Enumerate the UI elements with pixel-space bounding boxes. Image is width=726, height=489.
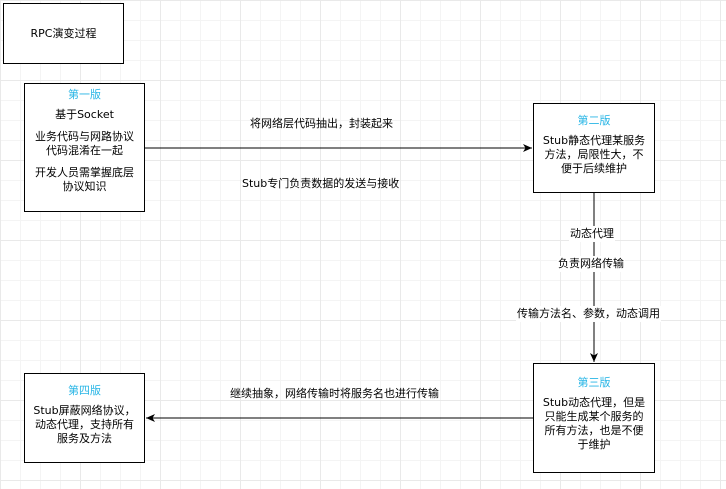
edge-label-v1-v2-bottom: Stub专门负责数据的发送与接收: [242, 177, 400, 190]
diagram-title-box: RPC演变过程: [3, 3, 124, 64]
version-3-title: 第三版: [577, 376, 611, 389]
diagram-title: RPC演变过程: [30, 27, 97, 40]
version-4-title: 第四版: [68, 384, 101, 397]
edge-label-v1-v2-top: 将网络层代码抽出，封装起来: [250, 117, 393, 130]
version-1-title: 第一版: [68, 88, 101, 101]
edge-label-v2-v3-network: 负责网络传输: [557, 256, 625, 272]
version-2-box[interactable]: 第二版 Stub静态代理某服务 方法，局限性大，不 便于后续维护: [533, 103, 655, 193]
version-3-text: Stub动态代理，但是 只能生成某个服务的 所有方法，也是不便 于维护: [542, 396, 646, 451]
version-2-text: Stub静态代理某服务 方法，局限性大，不 便于后续维护: [542, 134, 646, 175]
version-3-box[interactable]: 第三版 Stub动态代理，但是 只能生成某个服务的 所有方法，也是不便 于维护: [533, 363, 655, 473]
version-2-title: 第二版: [577, 114, 611, 127]
version-1-box[interactable]: 第一版 基于Socket 业务代码与网路协议 代码混淆在一起 开发人员需掌握底层…: [24, 83, 145, 212]
version-4-text: Stub屏蔽网络协议， 动态代理，支持所有 服务及方法: [33, 404, 136, 445]
version-1-line-3: 开发人员需掌握底层 协议知识: [35, 166, 134, 193]
edge-label-v2-v3-transfer: 传输方法名、参数，动态调用: [516, 306, 661, 322]
edge-label-v3-v4: 继续抽象，网络传输时将服务名也进行传输: [230, 387, 439, 400]
version-1-line-2: 业务代码与网路协议 代码混淆在一起: [35, 130, 134, 157]
version-1-line-1: 基于Socket: [55, 108, 114, 121]
version-4-box[interactable]: 第四版 Stub屏蔽网络协议， 动态代理，支持所有 服务及方法: [24, 373, 145, 463]
edge-label-v2-v3-dynamic-proxy: 动态代理: [569, 226, 615, 242]
